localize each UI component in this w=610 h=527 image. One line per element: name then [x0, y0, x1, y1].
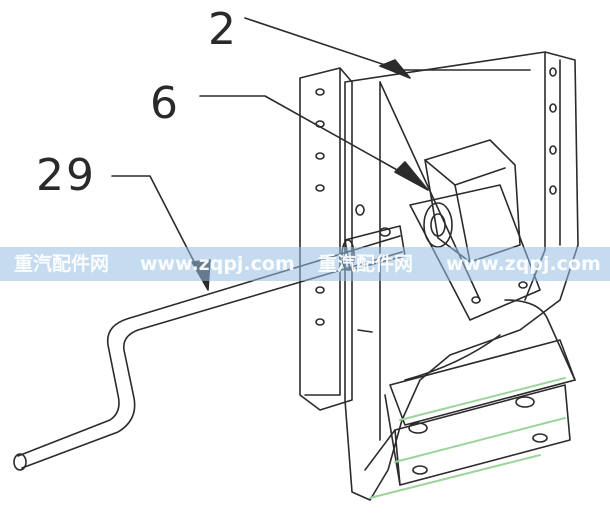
leader-line-6 [199, 95, 429, 191]
mounting-plate [299, 67, 353, 411]
watermark-brand: 重汽配件网 [318, 253, 414, 275]
bearing-block [409, 139, 541, 321]
leader-line-2 [244, 17, 531, 79]
lower-frame [364, 299, 576, 499]
callout-part-2: 2 [208, 4, 238, 55]
watermark-brand: 重汽配件网 [14, 253, 110, 275]
watermark-url: www.zqpj.com [140, 253, 295, 275]
callout-part-29: 29 [36, 150, 96, 201]
callout-part-6: 6 [150, 78, 180, 129]
watermark-url: www.zqpj.com [446, 253, 601, 275]
watermark-band [0, 247, 610, 281]
